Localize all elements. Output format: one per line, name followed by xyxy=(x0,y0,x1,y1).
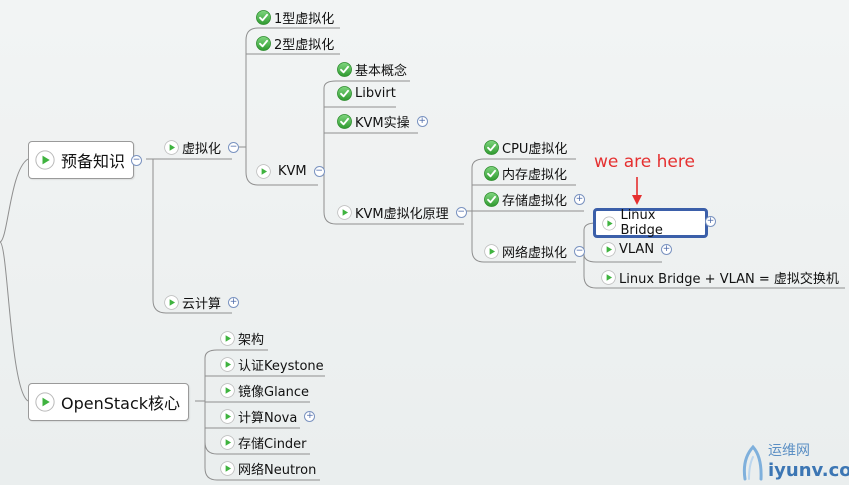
node-kvm-principle[interactable]: KVM虚拟化原理 − xyxy=(337,203,467,222)
root-node-prep[interactable]: 预备知识 − xyxy=(28,141,143,179)
expand-toggle[interactable]: + xyxy=(661,244,673,255)
node-label: 基本概念 xyxy=(355,64,408,79)
node-label: KVM实操 xyxy=(355,116,410,131)
node-label: 镜像Glance xyxy=(238,385,310,400)
watermark: 运维网 iyunv.com xyxy=(740,440,849,481)
node-label: 1型虚拟化 xyxy=(274,12,335,27)
collapse-toggle[interactable]: − xyxy=(313,166,325,177)
check-icon xyxy=(337,114,352,129)
check-icon xyxy=(337,86,352,101)
check-icon xyxy=(484,140,499,155)
node-label: KVM虚拟化原理 xyxy=(355,207,449,222)
node-nova[interactable]: 计算Nova + xyxy=(220,407,316,426)
expand-toggle[interactable]: + xyxy=(228,297,240,308)
play-icon xyxy=(35,392,55,412)
collapse-toggle[interactable]: − xyxy=(131,155,143,166)
node-kvm[interactable]: KVM − xyxy=(256,164,325,179)
node-mem-virt[interactable]: 内存虚拟化 xyxy=(484,164,567,183)
node-virtualization[interactable]: 虚拟化 − xyxy=(164,138,240,157)
node-label: 认证Keystone xyxy=(238,359,324,374)
node-label: 内存虚拟化 xyxy=(502,168,568,183)
check-icon xyxy=(484,192,499,207)
play-icon xyxy=(256,164,271,179)
play-icon xyxy=(164,140,179,155)
play-icon xyxy=(164,295,179,310)
watermark-logo-icon xyxy=(742,444,763,480)
play-icon xyxy=(35,150,55,170)
node-label: 计算Nova xyxy=(238,411,298,426)
play-icon xyxy=(484,244,499,259)
root-node-label: OpenStack核心 xyxy=(61,394,181,413)
node-label: 网络虚拟化 xyxy=(502,246,568,261)
node-cpu-virt[interactable]: CPU虚拟化 xyxy=(484,138,567,157)
node-label: 网络Neutron xyxy=(238,463,317,478)
node-vlan[interactable]: VLAN + xyxy=(601,242,673,257)
play-icon xyxy=(220,331,235,346)
root-node-label: 预备知识 xyxy=(61,152,126,171)
node-label: Libvirt xyxy=(355,86,396,101)
expand-toggle[interactable]: + xyxy=(304,411,316,422)
node-arch[interactable]: 架构 xyxy=(220,329,264,348)
play-icon xyxy=(220,357,235,372)
node-cinder[interactable]: 存储Cinder xyxy=(220,433,307,452)
node-neutron[interactable]: 网络Neutron xyxy=(220,459,316,478)
node-keystone[interactable]: 认证Keystone xyxy=(220,355,324,374)
play-icon xyxy=(602,216,616,231)
node-linux-bridge[interactable]: Linux Bridge xyxy=(593,208,708,238)
play-icon xyxy=(601,242,616,257)
check-icon xyxy=(484,166,499,181)
arrow-down-icon xyxy=(632,177,642,205)
expand-toggle[interactable]: + xyxy=(574,194,586,205)
node-basic-concepts[interactable]: 基本概念 xyxy=(337,60,407,79)
node-net-virt[interactable]: 网络虚拟化 − xyxy=(484,242,586,261)
play-icon xyxy=(220,461,235,476)
watermark-en: iyunv.com xyxy=(768,460,849,481)
node-storage-virt[interactable]: 存储虚拟化 + xyxy=(484,190,586,209)
node-bridge-vlan[interactable]: Linux Bridge + VLAN = 虚拟交换机 xyxy=(601,268,839,287)
watermark-cn: 运维网 xyxy=(768,443,810,459)
node-label: 云计算 xyxy=(182,297,222,312)
play-icon xyxy=(220,409,235,424)
node-label: 架构 xyxy=(238,333,265,348)
collapse-toggle[interactable]: − xyxy=(228,142,240,153)
node-cloud[interactable]: 云计算 + xyxy=(164,293,240,312)
node-label: 虚拟化 xyxy=(182,142,222,157)
annotation-text: we are here xyxy=(594,152,695,172)
expand-toggle[interactable]: + xyxy=(705,216,716,227)
node-kvm-practice[interactable]: KVM实操 + xyxy=(337,112,428,131)
node-libvirt[interactable]: Libvirt xyxy=(337,86,396,101)
node-label: Linux Bridge xyxy=(620,208,663,238)
root-node-openstack[interactable]: OpenStack核心 xyxy=(28,383,190,421)
node-label: CPU虚拟化 xyxy=(502,142,568,157)
node-label: 存储Cinder xyxy=(238,437,307,452)
node-label: Linux Bridge + VLAN = 虚拟交换机 xyxy=(619,272,839,287)
node-glance[interactable]: 镜像Glance xyxy=(220,381,309,400)
collapse-toggle[interactable]: − xyxy=(455,207,467,218)
check-icon xyxy=(337,62,352,77)
play-icon xyxy=(601,270,616,285)
node-label: 2型虚拟化 xyxy=(274,38,335,53)
play-icon xyxy=(220,383,235,398)
node-type2[interactable]: 2型虚拟化 xyxy=(256,34,334,53)
play-icon xyxy=(337,205,352,220)
node-type1[interactable]: 1型虚拟化 xyxy=(256,8,334,27)
check-icon xyxy=(256,36,271,51)
node-label: KVM xyxy=(278,164,307,179)
check-icon xyxy=(256,10,271,25)
node-linux-bridge-toggle-wrap: + xyxy=(705,216,716,227)
node-label: VLAN xyxy=(619,242,655,257)
collapse-toggle[interactable]: − xyxy=(574,246,586,257)
play-icon xyxy=(220,435,235,450)
node-label: 存储虚拟化 xyxy=(502,194,568,209)
expand-toggle[interactable]: + xyxy=(416,116,428,127)
